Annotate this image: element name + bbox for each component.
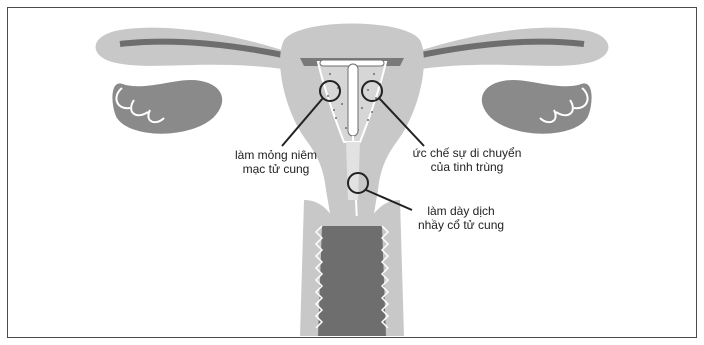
sperm-label: ức chế sự di chuyển của tinh trùng — [402, 146, 532, 174]
left-ovary — [112, 79, 223, 134]
mucus-label-line1: làm dày dịch — [406, 204, 516, 218]
endometrium-label-line1: làm mỏng niêm — [214, 148, 338, 162]
sperm-label-line2: của tinh trùng — [402, 160, 532, 174]
mucus-label-line2: nhầy cổ tử cung — [406, 218, 516, 232]
vagina-inner — [318, 226, 386, 336]
endometrium-label-line2: mạc tử cung — [214, 162, 338, 176]
right-ovary — [481, 79, 592, 134]
endometrium-label: làm mỏng niêm mạc tử cung — [214, 148, 338, 176]
iud-stem — [348, 64, 358, 136]
sperm-label-line1: ức chế sự di chuyển — [402, 146, 532, 160]
mucus-label: làm dày dịch nhầy cổ tử cung — [406, 204, 516, 232]
